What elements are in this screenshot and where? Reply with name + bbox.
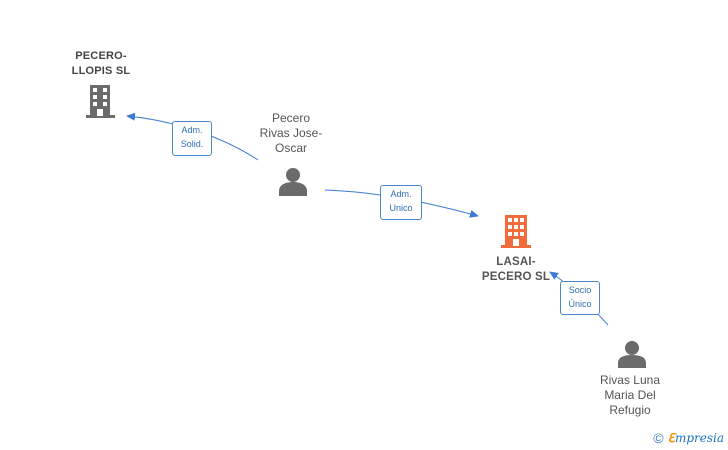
- label-line: PECERO SL: [481, 271, 551, 283]
- copyright-symbol: ©: [653, 430, 664, 446]
- badge-line: Unico: [389, 203, 413, 213]
- badge-line: Adm.: [181, 125, 203, 135]
- label-line: LLOPIS SL: [71, 65, 131, 77]
- company-label-pecero-llopis[interactable]: PECERO- LLOPIS SL: [55, 49, 147, 79]
- badge-line: Solid.: [180, 139, 204, 149]
- label-line: LASAI-: [496, 256, 536, 268]
- edge-label-socio-unico[interactable]: Socio Único: [560, 281, 600, 315]
- company-label-lasai-pecero[interactable]: LASAI- PECERO SL: [470, 255, 562, 285]
- person-icon[interactable]: [279, 168, 307, 196]
- badge-line: Único: [568, 299, 592, 309]
- edge-label-adm-unico[interactable]: Adm. Unico: [380, 185, 422, 220]
- edge-label-adm-solid[interactable]: Adm. Solid.: [172, 121, 212, 156]
- copyright-brand: © ℇmpresia: [653, 430, 724, 446]
- label-line: Rivas Luna: [599, 373, 661, 387]
- badge-line: Adm.: [390, 189, 412, 199]
- building-icon[interactable]: [86, 85, 115, 118]
- label-line: Pecero: [271, 111, 311, 125]
- label-line: Maria Del: [604, 388, 656, 402]
- person-label-rivas-luna[interactable]: Rivas Luna Maria Del Refugio: [584, 373, 676, 418]
- person-label-pecero-rivas[interactable]: Pecero Rivas Jose- Oscar: [243, 111, 339, 156]
- label-line: Refugio: [609, 403, 651, 417]
- label-line: Oscar: [274, 141, 307, 155]
- label-line: PECERO-: [75, 50, 127, 62]
- empresia-logo[interactable]: ℇmpresia: [667, 431, 724, 445]
- building-icon[interactable]: [501, 215, 531, 248]
- person-icon[interactable]: [618, 341, 646, 368]
- badge-line: Socio: [568, 285, 592, 295]
- label-line: Rivas Jose-: [259, 126, 323, 140]
